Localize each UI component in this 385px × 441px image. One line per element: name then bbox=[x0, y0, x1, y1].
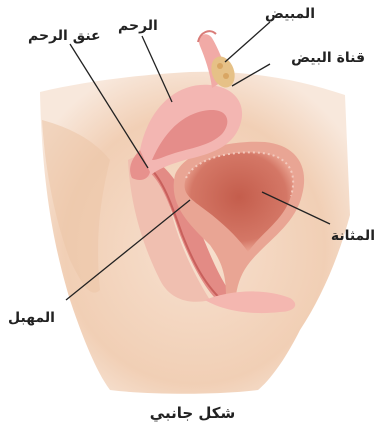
figure-caption: شكل جانبي bbox=[0, 404, 385, 422]
bladder-label: المثانة bbox=[331, 228, 375, 244]
vagina-label: المهبل bbox=[8, 310, 55, 326]
ovary-leader bbox=[225, 22, 270, 62]
cervix-label: عنق الرحم bbox=[28, 28, 101, 44]
fallopian-tube-label: قناة البيض bbox=[291, 50, 365, 66]
uterus-label: الرحم bbox=[118, 18, 158, 34]
ovary-label: المبيض bbox=[265, 6, 315, 22]
